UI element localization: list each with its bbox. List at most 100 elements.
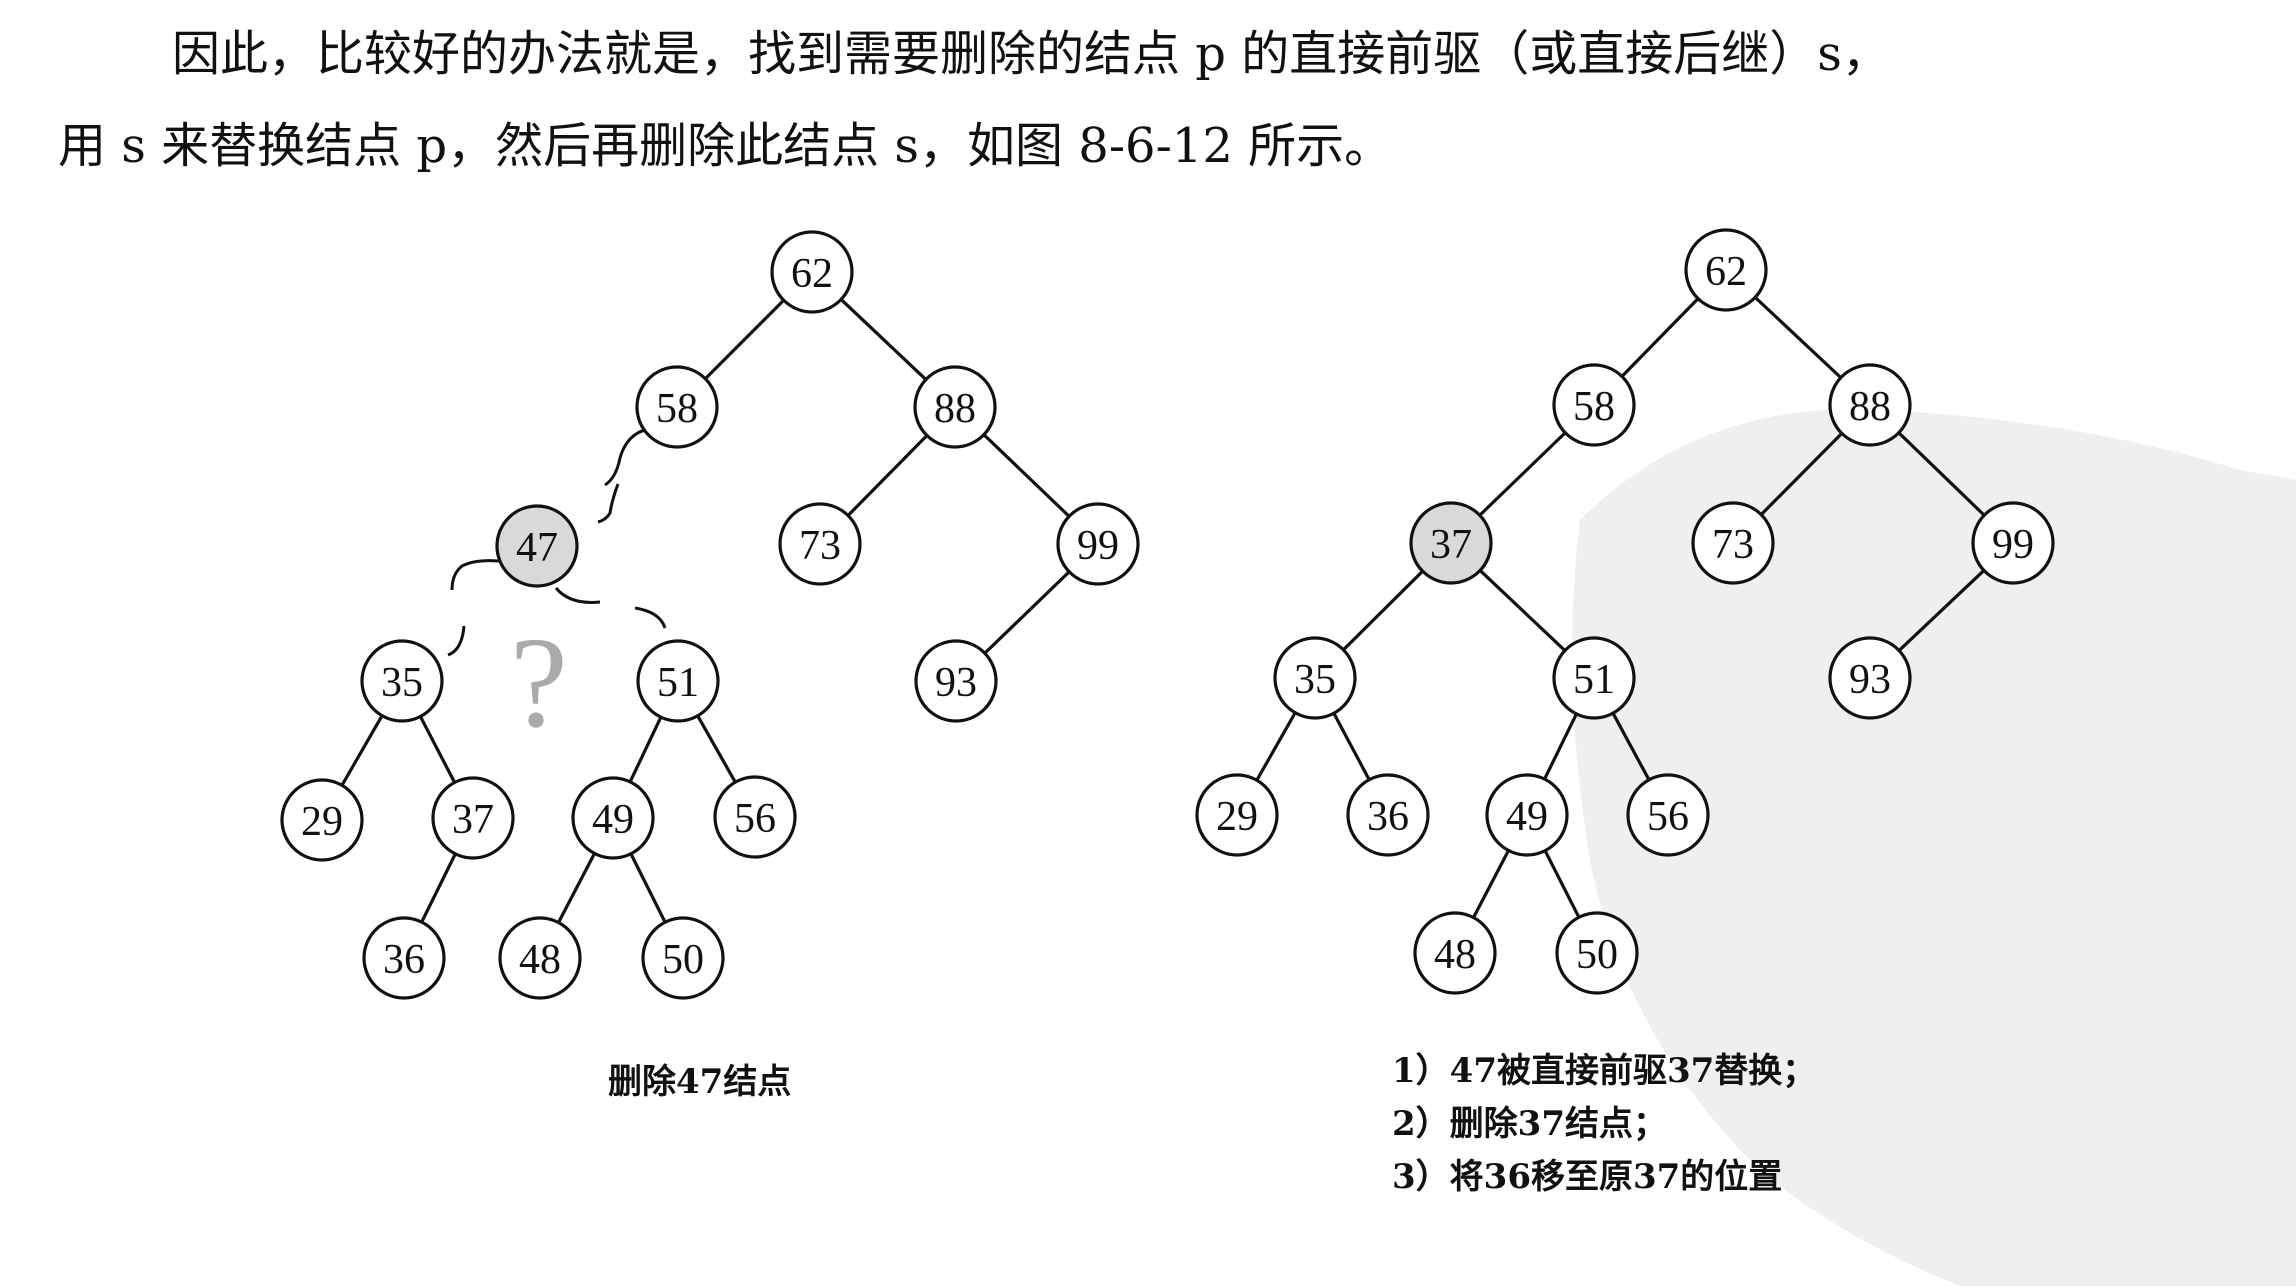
edge-R62-R88 — [1754, 296, 1842, 379]
left-node-circle-47 — [495, 504, 579, 588]
left-node-88: 88 — [913, 365, 997, 449]
right-node-label-50: 50 — [1576, 932, 1618, 978]
left-node-circle-51 — [636, 639, 720, 723]
left-node-29: 29 — [280, 778, 364, 862]
right-node-circle-36 — [1346, 773, 1430, 857]
right-node-circle-48 — [1413, 911, 1497, 995]
right-node-circle-58 — [1552, 363, 1636, 447]
edge-L37-L36 — [420, 853, 457, 923]
right-node-label-56: 56 — [1647, 794, 1689, 840]
edge-L62-L58 — [704, 299, 785, 380]
left-tree-edges — [340, 298, 1071, 924]
right-node-label-88: 88 — [1849, 384, 1891, 430]
right-node-circle-37 — [1409, 501, 1493, 585]
left-node-label-99: 99 — [1077, 523, 1119, 569]
right-node-label-93: 93 — [1849, 657, 1891, 703]
right-node-circle-49 — [1485, 773, 1569, 857]
right-node-50: 50 — [1555, 911, 1639, 995]
right-node-62: 62 — [1684, 228, 1768, 312]
right-node-label-29: 29 — [1216, 794, 1258, 840]
edge-L88-L73 — [846, 434, 929, 517]
left-node-label-37: 37 — [452, 797, 494, 843]
left-node-circle-88 — [913, 365, 997, 449]
left-node-56: 56 — [713, 775, 797, 859]
left-node-label-48: 48 — [519, 937, 561, 983]
left-node-label-62: 62 — [791, 251, 833, 297]
left-node-99: 99 — [1056, 502, 1140, 586]
left-node-label-58: 58 — [656, 386, 698, 432]
right-node-label-36: 36 — [1367, 794, 1409, 840]
right-node-73: 73 — [1691, 501, 1775, 585]
edge-R58-R37 — [1478, 431, 1567, 517]
right-caption-line-2: 2）删除37结点； — [1392, 1104, 1667, 1144]
right-node-99: 99 — [1971, 501, 2055, 585]
left-node-50: 50 — [641, 916, 725, 1000]
right-node-circle-51 — [1552, 636, 1636, 720]
left-node-label-49: 49 — [592, 797, 634, 843]
left-node-51: 51 — [636, 639, 720, 723]
left-node-label-29: 29 — [301, 799, 343, 845]
edge-L49-L48 — [557, 852, 596, 924]
right-node-35: 35 — [1273, 636, 1357, 720]
right-node-circle-50 — [1555, 911, 1639, 995]
cut-mark-58-47 — [597, 426, 656, 524]
edge-L51-L49 — [628, 716, 663, 783]
edge-R88-R99 — [1897, 431, 1986, 517]
left-node-37: 37 — [431, 776, 515, 860]
left-node-circle-58 — [635, 365, 719, 449]
edge-R49-R48 — [1472, 849, 1510, 919]
right-node-label-62: 62 — [1705, 249, 1747, 295]
right-node-label-73: 73 — [1712, 522, 1754, 568]
left-node-label-51: 51 — [657, 660, 699, 706]
left-node-circle-99 — [1056, 502, 1140, 586]
right-caption: 1）47被直接前驱37替换； 2）删除37结点； 3）将36移至原37的位置 — [1392, 1051, 1816, 1197]
left-node-73: 73 — [778, 502, 862, 586]
right-node-label-58: 58 — [1573, 384, 1615, 430]
left-node-circle-36 — [362, 916, 446, 1000]
right-node-37: 37 — [1409, 501, 1493, 585]
edge-R51-R49 — [1543, 713, 1578, 780]
edge-L99-L93 — [983, 570, 1071, 655]
left-node-circle-56 — [713, 775, 797, 859]
left-node-circle-49 — [571, 776, 655, 860]
right-tree-edges — [1255, 296, 1986, 919]
right-node-88: 88 — [1828, 363, 1912, 447]
edge-R99-R93 — [1897, 569, 1986, 652]
edge-L49-L50 — [629, 853, 667, 923]
edge-R35-R36 — [1332, 712, 1371, 781]
watermark-stamp — [1572, 409, 2296, 1286]
right-node-51: 51 — [1552, 636, 1636, 720]
right-node-circle-99 — [1971, 501, 2055, 585]
left-node-49: 49 — [571, 776, 655, 860]
left-node-48: 48 — [498, 916, 582, 1000]
right-node-circle-62 — [1684, 228, 1768, 312]
right-node-circle-88 — [1828, 363, 1912, 447]
right-node-36: 36 — [1346, 773, 1430, 857]
left-node-label-88: 88 — [934, 386, 976, 432]
edge-L51-L56 — [696, 715, 737, 783]
right-node-circle-29 — [1195, 773, 1279, 857]
cut-marks — [447, 426, 667, 657]
right-node-label-37: 37 — [1430, 522, 1472, 568]
paragraph-line-1: 因此，比较好的办法就是，找到需要删除的结点 p 的直接前驱（或直接后继）s， — [172, 26, 1890, 82]
left-node-label-35: 35 — [381, 660, 423, 706]
edge-L88-L99 — [982, 433, 1071, 518]
left-node-58: 58 — [635, 365, 719, 449]
right-node-49: 49 — [1485, 773, 1569, 857]
left-node-36: 36 — [362, 916, 446, 1000]
left-node-circle-37 — [431, 776, 515, 860]
left-node-label-36: 36 — [383, 937, 425, 983]
left-caption: 删除47结点 — [608, 1062, 791, 1102]
right-node-label-35: 35 — [1294, 657, 1336, 703]
left-node-label-56: 56 — [734, 796, 776, 842]
cut-mark-47-51 — [554, 586, 667, 629]
cut-mark-47-35 — [447, 559, 508, 657]
left-node-circle-35 — [360, 639, 444, 723]
edge-R35-R29 — [1255, 711, 1297, 782]
edge-R37-R51 — [1478, 569, 1567, 652]
left-node-circle-62 — [770, 230, 854, 314]
paragraph-line-2: 用 s 来替换结点 p，然后再删除此结点 s，如图 8-6-12 所示。 — [58, 118, 1393, 174]
right-node-circle-56 — [1626, 773, 1710, 857]
